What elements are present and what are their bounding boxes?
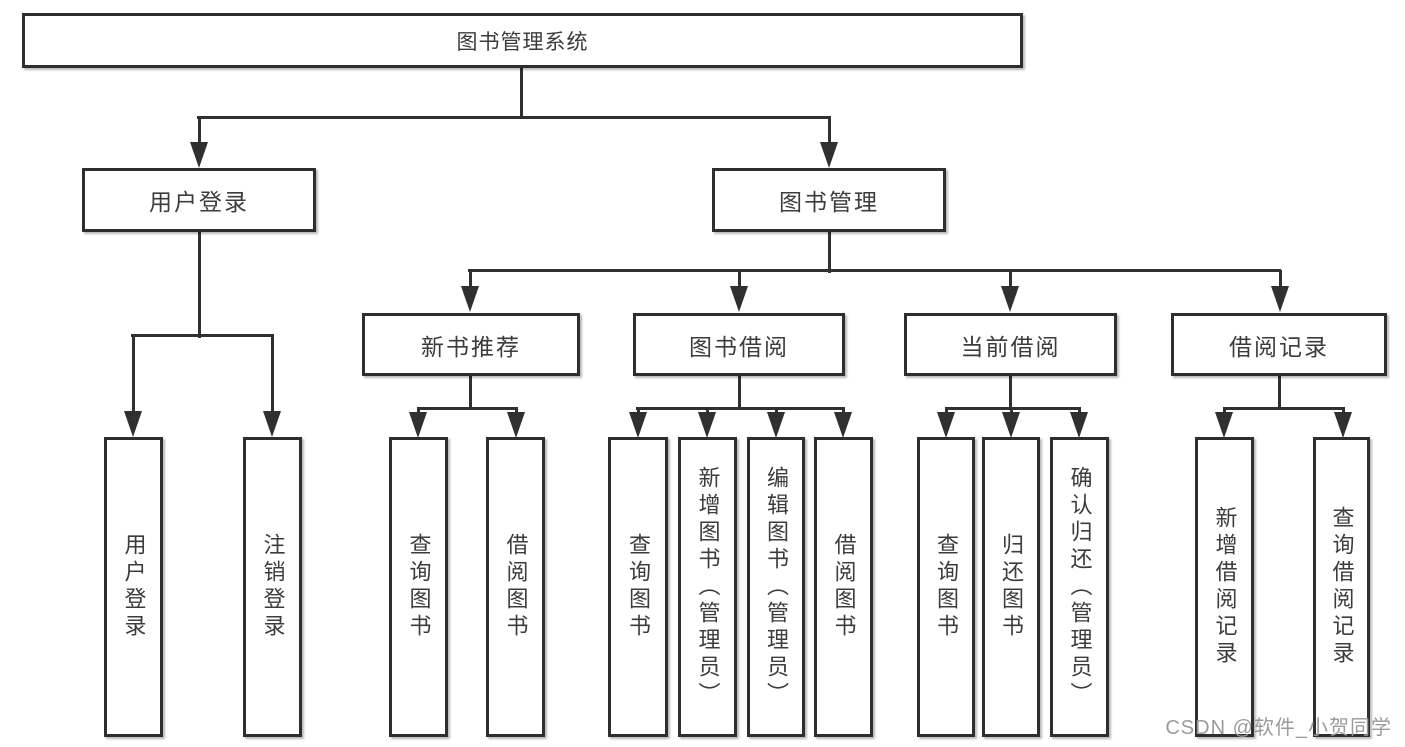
node-leaf-borrow-add-books-admin: 新增图书（管理员） — [678, 437, 737, 737]
arrowhead-down-icon — [937, 412, 955, 438]
node-label: 注销登录 — [260, 533, 286, 641]
node-label: 新增借阅记录 — [1212, 506, 1238, 668]
node-label: 借阅图书 — [503, 533, 529, 641]
node-label: 用户登录 — [121, 533, 147, 641]
node-leaf-borrow-borrow-books: 借阅图书 — [814, 437, 873, 737]
arrowhead-down-icon — [730, 286, 748, 312]
node-label: 借阅图书 — [831, 533, 857, 641]
arrowhead-down-icon — [461, 286, 479, 312]
node-new-book-recommend: 新书推荐 — [362, 313, 580, 376]
node-leaf-records-add-record: 新增借阅记录 — [1195, 437, 1254, 737]
node-leaf-borrow-query-books: 查询图书 — [608, 437, 668, 737]
node-label: 图书管理 — [779, 189, 879, 215]
connector-line-vertical — [1277, 375, 1281, 410]
node-label: 编辑图书（管理员） — [764, 465, 789, 709]
node-label: 确认归还（管理员） — [1067, 465, 1093, 709]
connector-line-vertical — [468, 375, 472, 410]
node-label: 用户登录 — [149, 189, 249, 215]
arrowhead-down-icon — [834, 412, 852, 438]
connector-line-vertical — [1008, 270, 1012, 292]
node-leaf-current-query-books: 查询图书 — [917, 437, 975, 737]
connector-line-horizontal — [636, 406, 845, 410]
connector-line-horizontal — [131, 333, 274, 337]
node-label: 查询图书 — [406, 533, 432, 641]
node-borrow-records: 借阅记录 — [1171, 313, 1387, 376]
arrowhead-down-icon — [1001, 286, 1019, 312]
connector-line-vertical — [197, 232, 201, 338]
node-root: 图书管理系统 — [22, 13, 1023, 68]
node-label: 新书推荐 — [421, 333, 521, 360]
node-leaf-logout: 注销登录 — [243, 437, 302, 737]
arrowhead-down-icon — [1215, 412, 1233, 438]
connector-line-horizontal — [417, 406, 518, 410]
connector-line-vertical — [1278, 270, 1282, 292]
node-label: 新增图书（管理员） — [695, 465, 721, 709]
connector-line-vertical — [468, 270, 472, 292]
node-label: 查询借阅记录 — [1329, 506, 1355, 668]
node-label: 图书借阅 — [689, 333, 789, 360]
arrowhead-down-icon — [1070, 412, 1088, 438]
connector-line-horizontal — [945, 406, 1081, 410]
connector-line-vertical — [737, 375, 741, 410]
node-leaf-borrow-edit-books-admin: 编辑图书（管理员） — [747, 437, 805, 737]
node-label: 借阅记录 — [1229, 333, 1329, 360]
arrowhead-down-icon — [1334, 412, 1352, 438]
connector-line-vertical — [270, 335, 274, 415]
node-label: 查询图书 — [934, 533, 959, 641]
node-book-management: 图书管理 — [712, 168, 946, 232]
arrowhead-down-icon — [820, 142, 838, 168]
node-book-borrow: 图书借阅 — [633, 313, 845, 376]
arrowhead-down-icon — [1002, 412, 1020, 438]
connector-line-vertical — [131, 335, 135, 415]
arrowhead-down-icon — [1271, 286, 1289, 312]
arrowhead-down-icon — [190, 142, 208, 168]
connector-line-horizontal — [1223, 406, 1345, 410]
connector-line-vertical — [519, 68, 523, 119]
arrowhead-down-icon — [263, 411, 281, 437]
node-leaf-records-query-record: 查询借阅记录 — [1313, 437, 1370, 737]
node-leaf-newrec-borrow-books: 借阅图书 — [486, 437, 545, 737]
node-leaf-current-return-books: 归还图书 — [982, 437, 1040, 737]
connector-line-vertical — [737, 270, 741, 292]
node-leaf-user-login: 用户登录 — [104, 437, 163, 737]
connector-line-vertical — [827, 117, 831, 150]
connector-line-horizontal — [468, 268, 1281, 272]
arrowhead-down-icon — [629, 412, 647, 438]
node-leaf-current-confirm-return-admin: 确认归还（管理员） — [1050, 437, 1109, 737]
node-label: 归还图书 — [999, 533, 1024, 641]
csdn-watermark: CSDN @软件_小贺同学 — [1165, 717, 1392, 739]
node-user-login: 用户登录 — [82, 168, 316, 232]
arrowhead-down-icon — [698, 412, 716, 438]
node-label: 查询图书 — [626, 533, 651, 641]
node-leaf-newrec-query-books: 查询图书 — [389, 437, 448, 737]
arrowhead-down-icon — [409, 412, 427, 438]
connector-line-vertical — [827, 232, 831, 273]
connector-line-vertical — [1008, 375, 1012, 410]
connector-line-vertical — [197, 117, 201, 150]
node-current-borrow: 当前借阅 — [904, 313, 1117, 376]
arrowhead-down-icon — [507, 412, 525, 438]
node-label: 图书管理系统 — [456, 30, 589, 54]
arrowhead-down-icon — [124, 411, 142, 437]
arrowhead-down-icon — [767, 412, 785, 438]
node-label: 当前借阅 — [960, 333, 1061, 360]
connector-line-horizontal — [197, 115, 831, 119]
